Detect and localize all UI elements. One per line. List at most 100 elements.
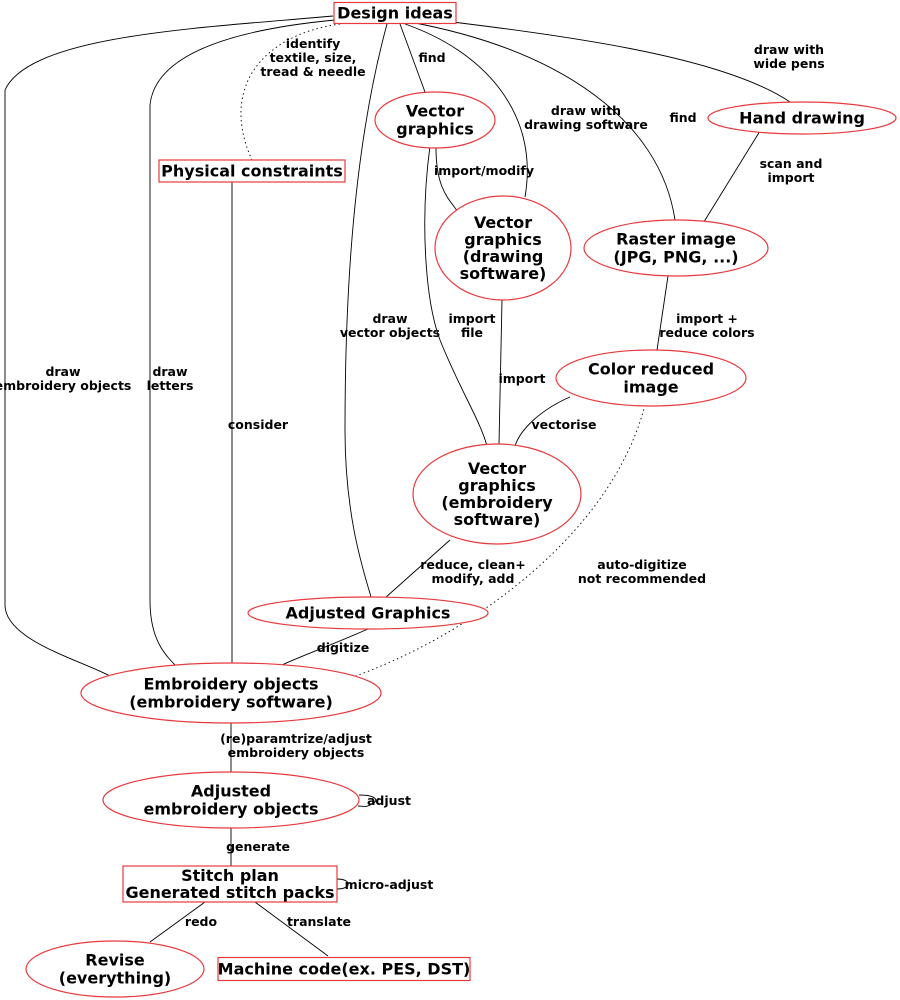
edge-label-redo: redo <box>185 914 218 929</box>
edge-8 <box>419 17 791 103</box>
edge-label-line: wide pens <box>753 56 824 71</box>
edge-15 <box>384 539 451 599</box>
edge-label-line: import <box>449 311 496 326</box>
edge-label-translate: translate <box>287 914 351 929</box>
edge-label-line: reduce colors <box>659 325 754 340</box>
edge-label-line: draw <box>372 311 408 326</box>
edge-label-line: not recommended <box>578 571 706 586</box>
edge-label-line: consider <box>228 417 289 432</box>
edge-label-vectorise: vectorise <box>532 417 597 432</box>
edge-14 <box>514 396 571 447</box>
edge-12 <box>656 275 669 351</box>
edge-label-line: letters <box>147 378 194 393</box>
node-label: Design ideas <box>337 4 453 23</box>
edge-label-line: find <box>418 50 445 65</box>
edge-label-import-reduce: import +reduce colors <box>659 311 754 340</box>
edge-label-consider: consider <box>228 417 289 432</box>
node-ellipse <box>434 195 572 301</box>
edge-label-line: generate <box>226 839 290 854</box>
edge-label-line: textile, size, <box>270 50 357 65</box>
edge-label-import: import <box>499 371 546 386</box>
edge-label-micro-adjust: micro-adjust <box>345 877 434 892</box>
edge-0 <box>4 15 334 677</box>
edge-label-line: draw with <box>551 103 621 118</box>
node-adjusted-graphics: Adjusted Graphics <box>247 596 489 630</box>
edge-label-find-vector: find <box>418 50 445 65</box>
edge-label-line: adjust <box>367 793 411 808</box>
edge-9 <box>435 147 459 213</box>
edge-23 <box>254 901 329 957</box>
edge-label-adjust: adjust <box>367 793 411 808</box>
edge-label-line: translate <box>287 914 351 929</box>
edge-label-line: draw with <box>754 42 824 57</box>
edge-22 <box>149 901 206 943</box>
edge-label-line: find <box>669 110 696 125</box>
node-ellipse <box>247 596 489 630</box>
node-hand-drawing: Hand drawing <box>707 101 897 135</box>
node-label: Adjusted <box>191 782 271 801</box>
edge-label-line: import <box>499 371 546 386</box>
edge-10 <box>424 145 488 447</box>
node-ellipse <box>412 443 582 545</box>
node-ellipse <box>555 349 747 407</box>
edge-1 <box>149 19 336 669</box>
edge-label-digitize: digitize <box>317 640 369 655</box>
node-label: Raster image <box>616 230 736 249</box>
node-label: Vector <box>406 102 464 121</box>
node-revise: Revise(everything) <box>25 940 205 998</box>
node-label: Embroidery objects <box>143 675 318 694</box>
node-label: Adjusted Graphics <box>286 604 451 623</box>
edge-label-line: import <box>768 170 815 185</box>
node-label: software) <box>454 510 541 529</box>
node-label: Physical constraints <box>161 162 343 181</box>
edge-label-find-raster: find <box>669 110 696 125</box>
node-label: graphics <box>396 120 473 139</box>
edge-label-line: (re)paramtrize/adjust <box>220 731 372 746</box>
edge-5 <box>399 23 426 93</box>
edge-label-line: embroidery objects <box>228 745 365 760</box>
edge-13 <box>498 299 503 445</box>
node-label: software) <box>460 264 547 283</box>
node-machine-code: Machine code(ex. PES, DST) <box>217 956 471 982</box>
node-label: (embroidery <box>441 493 553 512</box>
edge-label-line: draw <box>152 364 188 379</box>
node-box <box>158 159 346 183</box>
node-box <box>217 956 471 982</box>
edge-label-line: import + <box>676 311 738 326</box>
edge-6 <box>404 23 528 198</box>
node-ellipse <box>374 91 496 149</box>
edge-label-line: import/modify <box>434 163 534 178</box>
edge-label-line: identify <box>286 36 340 51</box>
node-design-ideas: Design ideas <box>333 1 457 25</box>
node-ellipse <box>583 219 769 277</box>
node-label: (everything) <box>59 969 171 988</box>
edge-label-line: draw <box>45 364 81 379</box>
edge-label-line: tread & needle <box>260 64 365 79</box>
edge-label-line: reduce, clean+ <box>420 557 525 572</box>
node-box <box>122 865 338 903</box>
edge-21 <box>336 878 349 890</box>
node-label: Vector <box>474 213 532 232</box>
node-label: (JPG, PNG, ...) <box>613 248 738 267</box>
node-label: Stitch plan <box>181 866 279 885</box>
edges <box>4 15 791 957</box>
node-physical-constraints: Physical constraints <box>158 159 346 183</box>
edge-label-line: drawing software <box>524 117 648 132</box>
node-label: embroidery objects <box>144 800 319 819</box>
node-label: graphics <box>458 476 535 495</box>
node-raster-image: Raster image(JPG, PNG, ...) <box>583 219 769 277</box>
edge-11 <box>701 130 761 226</box>
edge-label-line: micro-adjust <box>345 877 434 892</box>
